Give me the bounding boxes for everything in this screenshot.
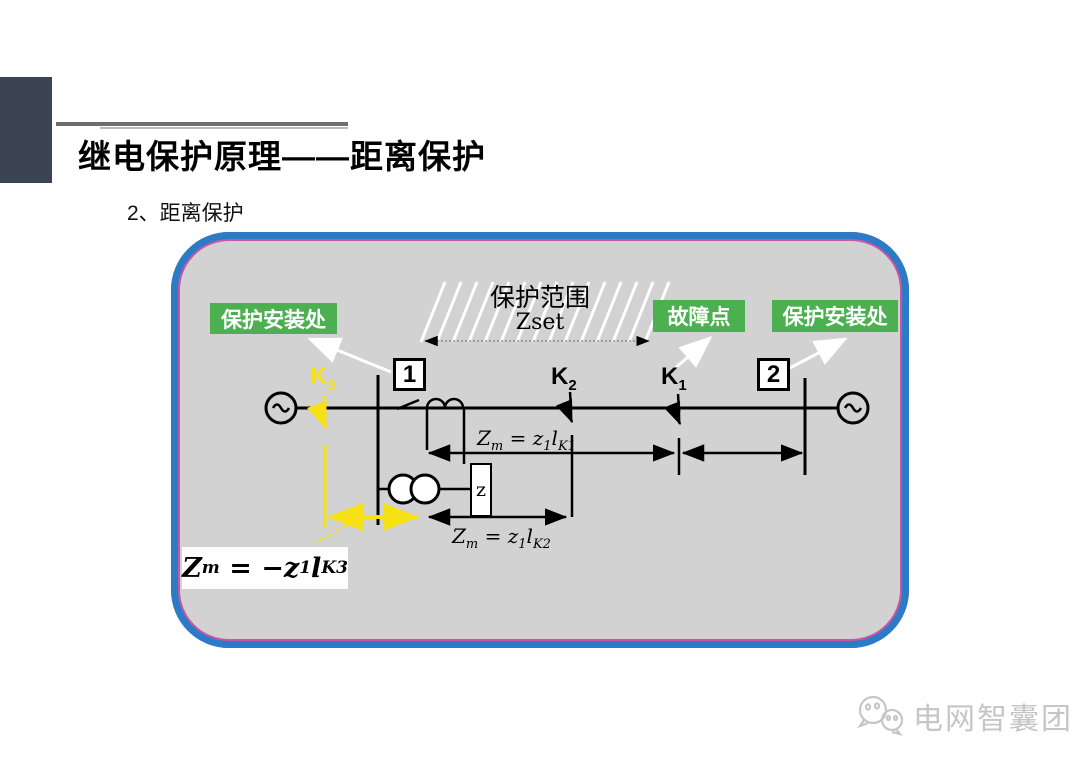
title-divider [56, 122, 348, 126]
formula-zk1: Zm = z1lK1 [477, 426, 576, 454]
generator-left-icon [264, 391, 298, 425]
title-divider-shadow [100, 127, 348, 129]
zk3-leader-line [312, 524, 349, 545]
zset-label: Zset [515, 310, 565, 335]
breaker-icon [396, 398, 420, 411]
k3-label: K3 [310, 363, 336, 394]
callout-arrow-fault [672, 336, 713, 372]
bus1-box: 1 [393, 358, 426, 391]
protection-range-label: 保护范围 [489, 284, 590, 312]
transformer-icon [387, 473, 441, 505]
formula-zk2: Zm = z1lK2 [452, 524, 551, 552]
generator-right-icon [836, 391, 870, 425]
diagram-panel: 保护范围 Zset 保护安装处 故障点 保护安装处 K3 K2 K1 1 2 z… [171, 232, 909, 648]
corner-accent-block [0, 77, 52, 183]
callout-arrow-left [307, 337, 392, 374]
k1-label: K1 [661, 363, 687, 394]
slide-subtitle: 2、距离保护 [127, 202, 244, 225]
fault-k3-icon [306, 395, 328, 527]
hatch-region [419, 281, 671, 343]
callout-fault-point: 故障点 [653, 300, 745, 332]
callout-install-left: 保护安装处 [210, 303, 337, 334]
fault-k1-icon [663, 393, 682, 475]
brand-name: 电网智囊团 [913, 703, 1073, 736]
bus2-box: 2 [757, 358, 790, 391]
page-title: 继电保护原理——距离保护 [78, 138, 486, 175]
wechat-icon [857, 695, 904, 736]
callout-arrows [307, 336, 848, 374]
callout-install-right: 保护安装处 [772, 300, 898, 332]
circuit-diagram-svg [264, 281, 870, 545]
footer-brand: 电网智囊团 [855, 692, 1073, 740]
k2-label: K2 [551, 363, 577, 394]
callout-arrow-right [789, 337, 848, 370]
fault-k2-icon [555, 391, 574, 517]
impedance-relay-box: z [470, 463, 492, 517]
